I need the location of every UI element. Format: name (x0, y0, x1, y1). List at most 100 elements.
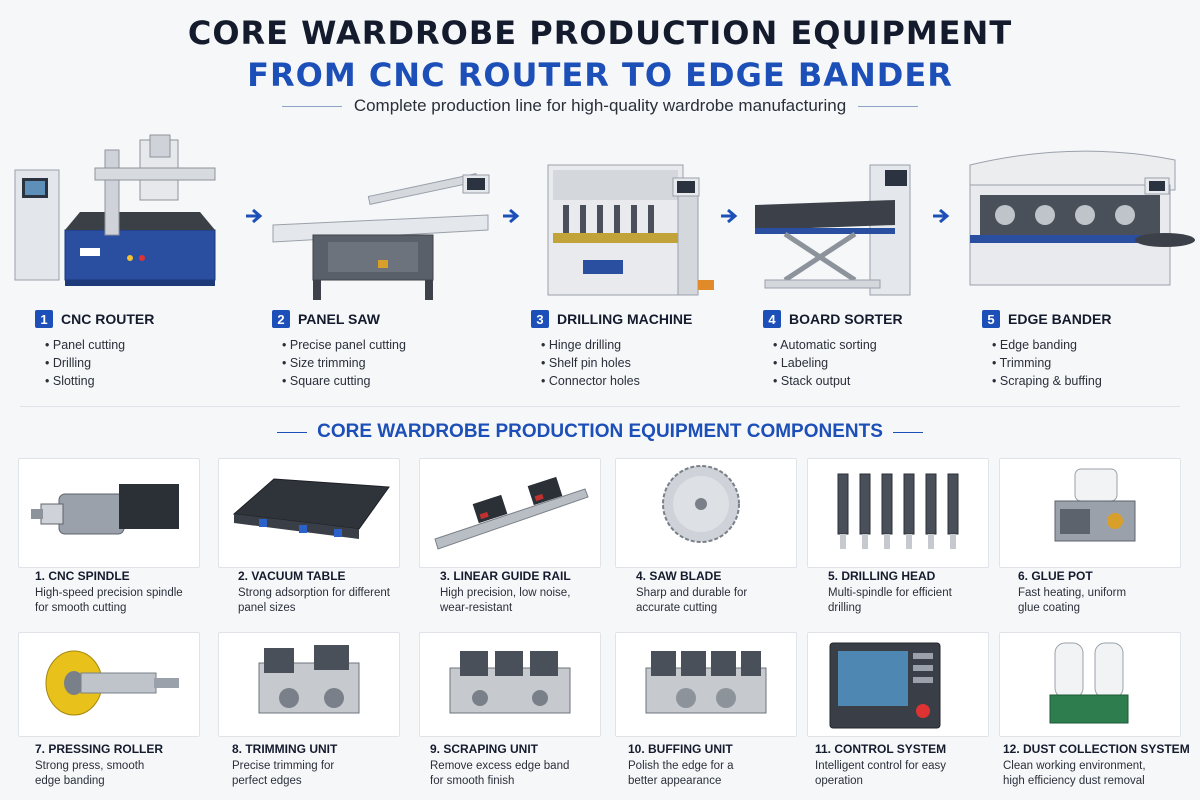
step-title: DRILLING MACHINE (557, 311, 693, 327)
glue-pot-icon (1054, 468, 1136, 542)
component-description: High precision, low noise,wear-resistant (440, 587, 571, 614)
section-title-line-right (892, 431, 923, 433)
component-card-buffing-unit (615, 632, 797, 737)
guide-rail-icon (434, 476, 589, 550)
step-edge-bander: 5 EDGE BANDER Edge banding Trimming Scra… (982, 310, 1111, 390)
list-item: Slotting (45, 372, 154, 390)
step-number-badge: 5 (982, 310, 1000, 328)
components-heading: CORE WARDROBE PRODUCTION EQUIPMENT COMPO… (317, 421, 883, 442)
component-label: 7. PRESSING ROLLER (35, 742, 164, 756)
page-subtitle: Complete production line for high-qualit… (353, 96, 847, 115)
edge-bander-icon (969, 150, 1195, 286)
step-number-badge: 1 (35, 310, 53, 328)
step-head: 3 DRILLING MACHINE (531, 310, 692, 328)
step-feature-list: Edge banding Trimming Scraping & buffing (992, 336, 1111, 390)
scraping-unit-icon (449, 651, 571, 714)
flow-arrow-icon (933, 208, 950, 224)
trimming-unit-icon (258, 645, 360, 714)
list-item: Drilling (45, 354, 154, 372)
step-number-badge: 2 (272, 310, 290, 328)
step-number-badge: 3 (531, 310, 549, 328)
component-label: 10. BUFFING UNIT (628, 742, 733, 756)
component-label: 9. SCRAPING UNIT (430, 742, 539, 756)
step-feature-list: Automatic sorting Labeling Stack output (773, 336, 903, 390)
subtitle-row: Complete production line for high-qualit… (0, 96, 1200, 116)
list-item: Square cutting (282, 372, 406, 390)
step-title: PANEL SAW (298, 311, 380, 327)
section-title-line-left (277, 431, 308, 433)
list-item: Size trimming (282, 354, 406, 372)
step-panel-saw: 2 PANEL SAW Precise panel cutting Size t… (272, 310, 406, 390)
component-label: 5. DRILLING HEAD (828, 569, 936, 583)
step-head: 5 EDGE BANDER (982, 310, 1111, 328)
step-feature-list: Panel cutting Drilling Slotting (45, 336, 154, 390)
component-label: 3. LINEAR GUIDE RAIL (440, 569, 571, 583)
component-label: 4. SAW BLADE (636, 569, 722, 583)
spindle-icon (31, 484, 179, 535)
component-card-cnc-spindle (18, 458, 200, 568)
list-item: Trimming (992, 354, 1111, 372)
component-label: 12. DUST COLLECTION SYSTEM (1003, 742, 1190, 756)
vacuum-table-icon (232, 478, 390, 539)
list-item: Scraping & buffing (992, 372, 1111, 390)
list-item: Precise panel cutting (282, 336, 406, 354)
component-description: Clean working environment,high efficienc… (1003, 760, 1146, 787)
components-section-title: CORE WARDROBE PRODUCTION EQUIPMENT COMPO… (0, 421, 1200, 443)
step-head: 4 BOARD SORTER (763, 310, 903, 328)
component-label: 6. GLUE POT (1018, 569, 1093, 583)
section-divider (20, 406, 1180, 407)
subtitle-divider-left (281, 105, 342, 107)
component-label: 1. CNC SPINDLE (35, 569, 130, 583)
component-label: 11. CONTROL SYSTEM (815, 742, 947, 756)
panel-saw-icon (272, 173, 490, 300)
board-sorter-icon (755, 164, 911, 296)
flow-arrow-icon (246, 208, 263, 224)
flow-arrow-icon (721, 208, 738, 224)
step-drilling-machine: 3 DRILLING MACHINE Hinge drilling Shelf … (531, 310, 692, 390)
step-board-sorter: 4 BOARD SORTER Automatic sorting Labelin… (763, 310, 903, 390)
component-card-pressing-roller (18, 632, 200, 737)
list-item: Shelf pin holes (541, 354, 692, 372)
drilling-machine-icon (547, 164, 714, 296)
flow-arrow-icon (503, 208, 520, 224)
list-item: Automatic sorting (773, 336, 903, 354)
step-head: 2 PANEL SAW (272, 310, 406, 328)
component-card-drilling-head (807, 458, 989, 568)
page-title-secondary: FROM CNC ROUTER TO EDGE BANDER (247, 56, 953, 94)
step-title: BOARD SORTER (789, 311, 903, 327)
pressing-roller-icon (45, 650, 179, 716)
component-card-dust-collector (999, 632, 1181, 737)
step-cnc-router: 1 CNC ROUTER Panel cutting Drilling Slot… (35, 310, 154, 390)
step-number-badge: 4 (763, 310, 781, 328)
buffing-unit-icon (645, 651, 767, 714)
dust-collector-icon (1049, 642, 1129, 724)
component-card-control-system (807, 632, 989, 737)
list-item: Stack output (773, 372, 903, 390)
step-head: 1 CNC ROUTER (35, 310, 154, 328)
list-item: Hinge drilling (541, 336, 692, 354)
step-title: EDGE BANDER (1008, 311, 1112, 327)
step-feature-list: Hinge drilling Shelf pin holes Connector… (541, 336, 692, 390)
list-item: Connector holes (541, 372, 692, 390)
component-label: 2. VACUUM TABLE (238, 569, 346, 583)
control-system-icon (829, 642, 941, 729)
drilling-head-icon (837, 473, 959, 549)
step-feature-list: Precise panel cutting Size trimming Squa… (282, 336, 406, 390)
page-title: CORE WARDROBE PRODUCTION EQUIPMENT (187, 14, 1013, 52)
component-card-scraping-unit (419, 632, 601, 737)
component-card-linear-guide-rail (419, 458, 601, 568)
component-card-saw-blade (615, 458, 797, 568)
component-card-vacuum-table (218, 458, 400, 568)
saw-blade-icon (662, 465, 740, 543)
cnc-router-icon (14, 134, 216, 286)
